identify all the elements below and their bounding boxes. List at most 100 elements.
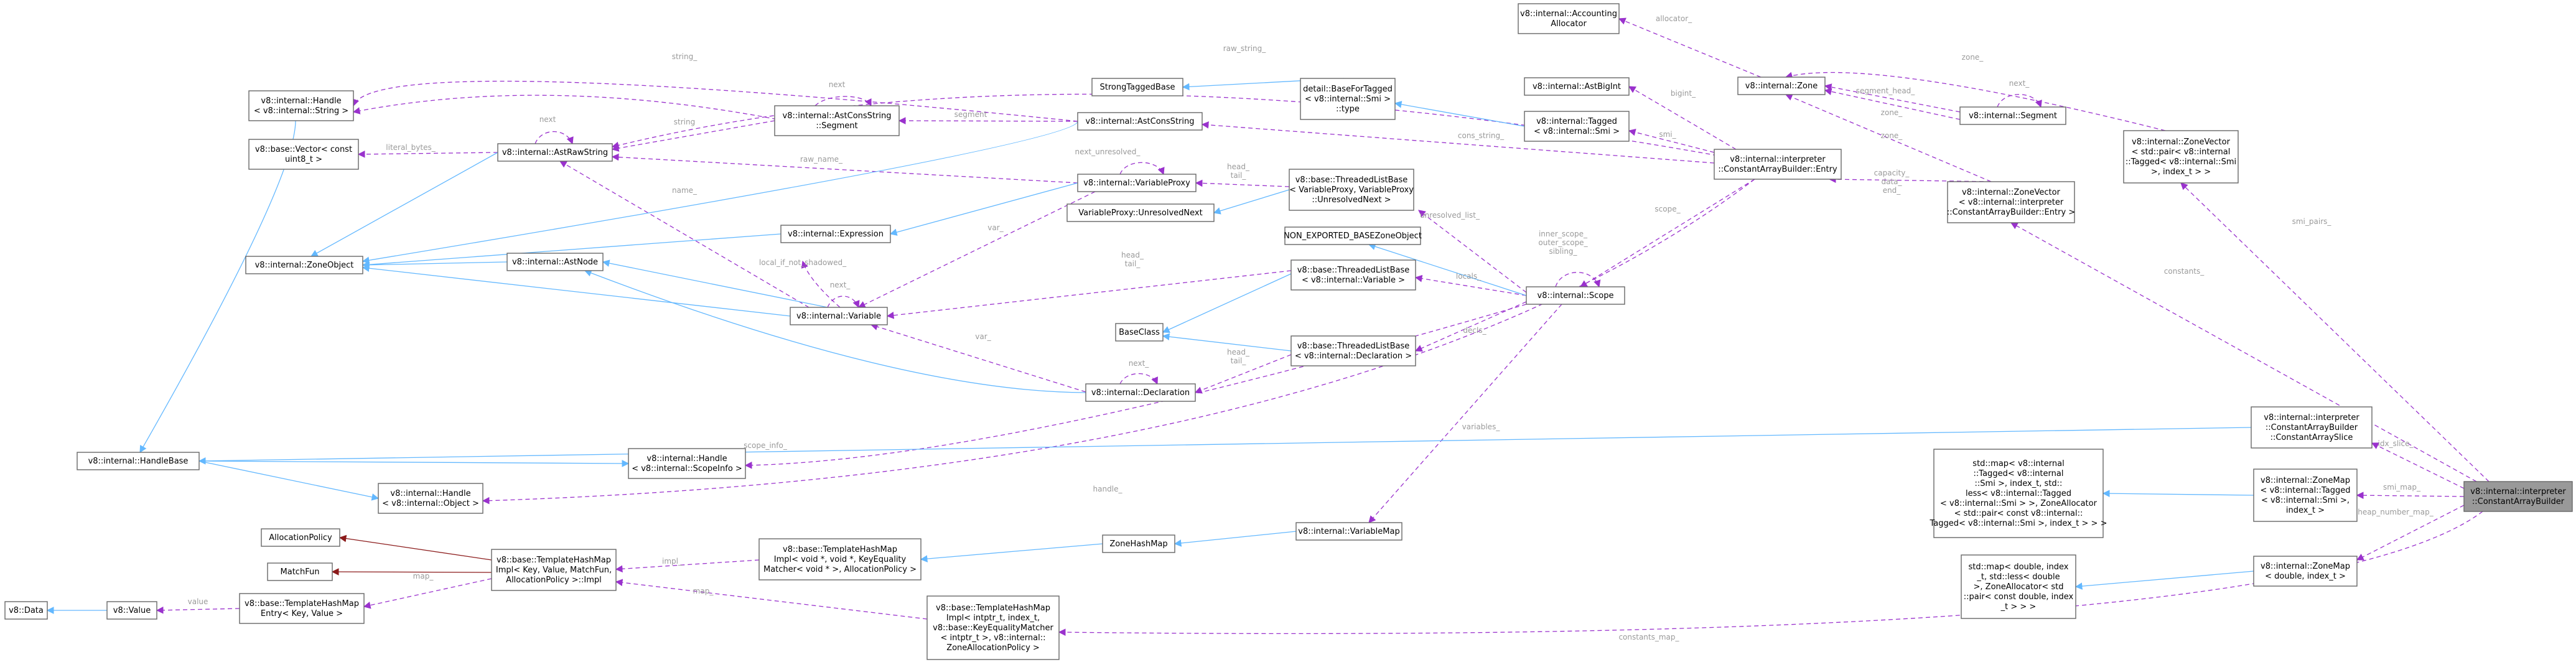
node-label-line: v8::base::TemplateHashMap [783,545,897,554]
node-label-line: v8::internal::Variable [796,312,881,321]
node-label-line: v8::internal::Segment [1969,111,2057,121]
usage-edge [801,260,841,308]
node-label-line: _t, std::less< double [1976,572,2060,582]
node-varproxy[interactable]: v8::internal::VariableProxy [1077,174,1197,192]
node-variable[interactable]: v8::internal::Variable [790,307,888,325]
node-zonevector-entry[interactable]: v8::internal::ZoneVector< v8::internal::… [1947,181,2075,223]
node-label-line: index_t > [2286,506,2325,515]
node-zonehashmap[interactable]: ZoneHashMap [1102,534,1175,553]
node-tagged-smi[interactable]: v8::internal::Tagged< v8::internal::Smi … [1524,111,1630,142]
node-label-line: ::ConstantArraySlice [2270,433,2353,442]
node-label-line: < std::pair< const v8::internal:: [1954,509,2083,518]
node-astbigint[interactable]: v8::internal::AstBigInt [1524,77,1630,96]
usage-edge [611,153,1078,184]
node-matchfun[interactable]: MatchFun [267,562,333,581]
node-allocpolicy[interactable]: AllocationPolicy [261,528,340,547]
node-box [106,601,157,620]
node-label-line: v8::internal::Zone [1745,82,1818,91]
node-label-line: < v8::internal::Smi > [1305,95,1391,104]
node-box [497,143,613,162]
node-entry[interactable]: v8::internal::interpreter::ConstantArray… [1714,149,1842,180]
usage-edge [1618,17,1762,78]
node-box [774,105,900,136]
node-nebzo[interactable]: NON_EXPORTED_BASEZoneObject [1284,226,1422,245]
node-rawstring[interactable]: v8::internal::AstRawString [497,143,613,162]
node-label-line: less< v8::internal::Tagged [1966,489,2071,498]
node-label-line: < v8::internal::Object > [382,499,479,508]
node-handle-string[interactable]: v8::internal::Handle< v8::internal::Stri… [248,90,354,121]
node-label-line: v8::internal::interpreter [2470,487,2566,496]
node-label-line: ZoneHashMap [1109,539,1167,549]
node-stb[interactable]: StrongTaggedBase [1091,78,1183,96]
node-stdmap-smi[interactable]: std::map< v8::internal::Tagged< v8::inte… [1930,449,2107,538]
node-baseclass[interactable]: BaseClass [1115,323,1164,342]
node-label-line: v8::internal::AstNode [512,258,598,267]
node-label-line: std::map< double, index [1969,562,2069,572]
node-constslice[interactable]: v8::internal::interpreter::ConstantArray… [2251,406,2373,449]
node-handle-object[interactable]: v8::internal::Handle< v8::internal::Obje… [378,483,483,514]
usage-edge [1201,121,1715,164]
node-zone[interactable]: v8::internal::Zone [1737,77,1826,95]
edge-label-raw-next: next [539,115,556,124]
edge-label-proxy-next: next_unresolved_ [1075,147,1141,156]
edge-label-segment-head: segment_head_ [1856,86,1916,95]
node-segment[interactable]: v8::internal::Segment [1959,106,2066,125]
node-label-line: std::map< v8::internal [1972,459,2064,469]
edge-layer [46,17,2490,636]
node-tlb-decl[interactable]: v8::base::ThreadedListBase< v8::internal… [1290,335,1416,366]
ownership-edge [338,534,492,561]
node-box [1102,534,1175,553]
node-zoneobject[interactable]: v8::internal::ZoneObject [245,256,363,274]
node-cab[interactable]: v8::internal::interpreter::ConstantArray… [2463,481,2573,512]
node-handle-scopeinfo[interactable]: v8::internal::Handle< v8::internal::Scop… [628,448,746,479]
node-label-line: v8::internal::interpreter [1730,155,1826,164]
node-zonemap-double[interactable]: v8::internal::ZoneMap< double, index_t > [2253,556,2358,587]
node-label-line: v8::internal::AstRawString [502,148,608,157]
node-handlebase[interactable]: v8::internal::HandleBase [77,452,200,470]
node-consstring-seg[interactable]: v8::internal::AstConsString::Segment [774,105,900,136]
edge-label-heap-number: heap_number_map_ [2358,508,2434,516]
node-variablemap[interactable]: v8::internal::VariableMap [1295,522,1402,541]
node-zonevector-pair[interactable]: v8::internal::ZoneVector< std::pair< v8:… [2123,130,2239,184]
inheritance-edge [2102,490,2254,497]
node-box [926,595,1060,660]
usage-edge [1119,373,1158,385]
node-declaration[interactable]: v8::internal::Declaration [1085,383,1196,402]
inheritance-edge [362,261,508,269]
node-label-line: VariableProxy::UnresolvedNext [1078,208,1202,218]
inheritance-edge [198,460,380,501]
node-label-line: v8::internal::ZoneMap [2261,476,2350,485]
node-label-line: < std::pair< v8::internal [2132,147,2231,157]
node-box [1289,169,1414,211]
edge-label-string: string_ [672,52,698,61]
node-label-line: v8::internal::AstConsString [783,111,892,121]
node-basefortagged[interactable]: detail::BaseForTagged< v8::internal::Smi… [1300,78,1396,120]
edge-label-var-next: next_ [830,281,851,289]
usage-edge [615,579,928,620]
node-label-line: < v8::internal::Smi >, [2261,496,2350,505]
edge-label-decl-head: head_tail_ [1227,348,1250,365]
node-scope[interactable]: v8::internal::Scope [1526,286,1625,305]
node-box [1737,77,1826,95]
node-label-line: AllocationPolicy >::Impl [506,576,602,585]
node-label-line: ZoneAllocationPolicy > [946,643,1040,653]
node-unresolvednext[interactable]: VariableProxy::UnresolvedNext [1066,203,1215,222]
node-tlb-var[interactable]: v8::base::ThreadedListBase< v8::internal… [1290,259,1416,291]
node-consstring[interactable]: v8::internal::AstConsString [1077,112,1203,131]
node-stdmap-double[interactable]: std::map< double, index_t, std::less< do… [1961,554,2076,619]
node-value[interactable]: v8::Value [106,601,157,620]
node-label-line: ::Smi >, index_t, std:: [1975,479,2063,488]
node-astnode[interactable]: v8::internal::AstNode [506,253,604,271]
inheritance-edge [1174,531,1297,547]
node-expression[interactable]: v8::internal::Expression [780,225,891,243]
node-zonemap-smi[interactable]: v8::internal::ZoneMap< v8::internal::Tag… [2253,469,2358,522]
node-tlb-proxy[interactable]: v8::base::ThreadedListBase< VariableProx… [1289,169,1414,211]
usage-edge [2010,222,2477,482]
node-data[interactable]: v8::Data [4,601,48,620]
